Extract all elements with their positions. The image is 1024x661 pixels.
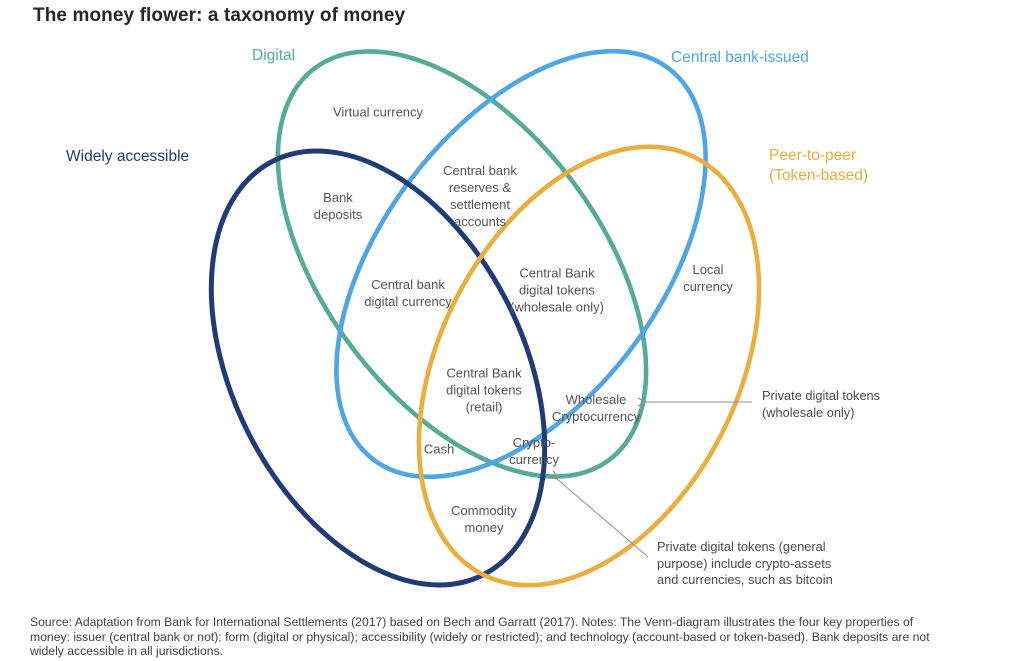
page-title: The money flower: a taxonomy of money bbox=[33, 5, 406, 26]
annotation-private-digital-tokens-wholesale: Private digital tokens (wholesale only) bbox=[762, 388, 881, 420]
region-label-crypto-currency: Crypto- currency bbox=[509, 435, 559, 467]
ellipse-digital bbox=[275, 49, 649, 479]
petal-label-central-bank-issued: Central bank-issued bbox=[671, 49, 809, 66]
petal-label-widely-accessible: Widely accessible bbox=[66, 148, 190, 165]
region-label-commodity-money: Commodity money bbox=[451, 503, 517, 535]
region-label-cb-digital-tokens-wholesale: Central Bank digital tokens (wholesale o… bbox=[510, 265, 604, 315]
ellipse-widely-accessible bbox=[208, 148, 548, 588]
region-label-local-currency: Local currency bbox=[683, 262, 733, 294]
region-label-central-bank-reserves: Central bank reserves & settlement accou… bbox=[443, 163, 517, 229]
region-label-virtual-currency: Virtual currency bbox=[332, 104, 424, 120]
region-label-cb-digital-tokens-retail: Central Bank digital tokens (retail) bbox=[446, 365, 522, 415]
region-label-bank-deposits: Bank deposits bbox=[313, 190, 363, 222]
source-note: Source: Adaptation from Bank for Interna… bbox=[30, 615, 930, 659]
petal-label-peer-to-peer: Peer-to-peer (Token-based) bbox=[769, 147, 869, 184]
arrow-private-general bbox=[547, 470, 649, 558]
region-label-central-bank-digital-currency: Central bank digital currency bbox=[364, 277, 452, 309]
annotation-private-digital-tokens-general: Private digital tokens (general purpose)… bbox=[657, 539, 833, 588]
ellipse-central-bank-issued bbox=[334, 48, 708, 480]
region-label-cash: Cash bbox=[423, 441, 455, 457]
petal-label-digital: Digital bbox=[252, 47, 296, 64]
ellipse-peer-to-peer bbox=[416, 144, 762, 588]
region-label-wholesale-cryptocurrency: Wholesale Cryptocurrency bbox=[551, 392, 641, 424]
